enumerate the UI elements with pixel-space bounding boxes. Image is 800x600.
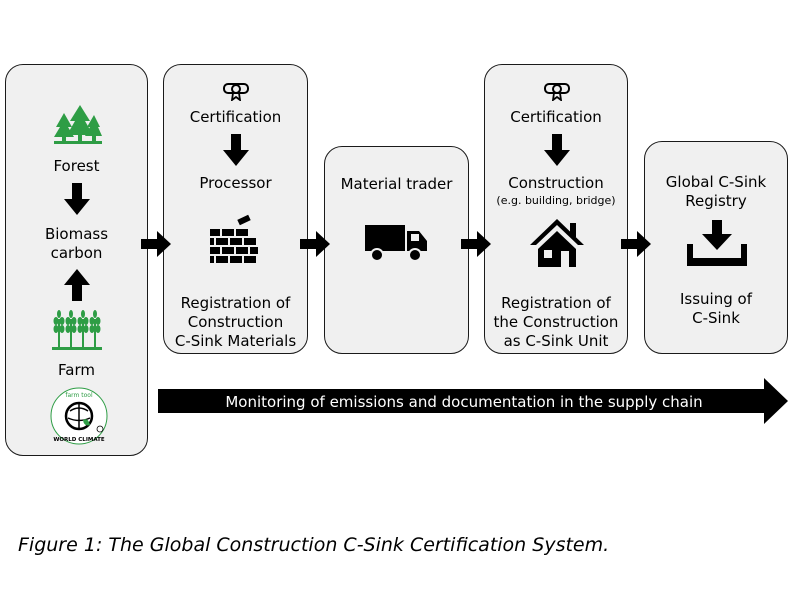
biomass-carbon-label-2: carbon <box>50 244 103 262</box>
forest-icon <box>54 105 102 144</box>
processor-label: Processor <box>199 174 272 192</box>
registry-issuing-line-2: C-Sink <box>692 309 740 327</box>
construction-certification-label: Certification <box>510 108 602 126</box>
registry-issuing-line-1: Issuing of <box>680 290 752 308</box>
arrow-down-icon <box>64 183 90 215</box>
arrow-up-icon <box>64 269 90 301</box>
download-tray-icon <box>687 220 747 266</box>
construction-registration-line-3: as C-Sink Unit <box>503 332 609 350</box>
arrow-down-icon <box>544 134 570 166</box>
biomass-carbon-label-1: Biomass <box>44 225 109 243</box>
farm-wheat-icon <box>52 310 102 350</box>
arrow-right-icon <box>621 231 651 257</box>
processor-registration-line-2: Construction <box>187 313 284 331</box>
arrow-right-icon <box>461 231 491 257</box>
forest-label: Forest <box>53 157 100 175</box>
arrow-down-icon <box>223 134 249 166</box>
construction-label: Construction <box>508 174 604 192</box>
processor-certification-label: Certification <box>189 108 282 126</box>
farm-forest-box: Forest Biomass carbon <box>5 64 148 456</box>
registry-title-line-2: Registry <box>685 192 747 210</box>
certificate-icon <box>544 83 570 101</box>
processor-box: Certification Processor Registration of … <box>163 64 308 354</box>
material-trader-label: Material trader <box>340 175 453 193</box>
construction-box: Certification Construction (e.g. buildin… <box>484 64 628 354</box>
monitoring-label: Monitoring of emissions and documentatio… <box>225 393 703 411</box>
processor-registration-line-3: C-Sink Materials <box>174 332 297 350</box>
svg-text:WORLD CLIMATE: WORLD CLIMATE <box>53 437 105 443</box>
figure-caption: Figure 1: The Global Construction C-Sink… <box>18 534 610 556</box>
material-trader-box: Material trader <box>324 146 469 354</box>
construction-note: (e.g. building, bridge) <box>496 194 616 207</box>
processor-registration-line-1: Registration of <box>180 294 291 312</box>
arrow-right-icon <box>141 231 171 257</box>
arrow-right-icon <box>300 231 330 257</box>
monitoring-arrow-band <box>158 378 788 424</box>
construction-registration-line-2: the Construction <box>493 313 619 331</box>
certificate-icon <box>223 83 249 101</box>
farm-label: Farm <box>58 361 95 379</box>
brick-wall-icon <box>210 214 258 263</box>
registry-title-line-1: Global C-Sink <box>665 173 767 191</box>
registry-box: Global C-Sink Registry Issuing of C-Sink <box>644 141 788 354</box>
construction-registration-line-1: Registration of <box>501 294 611 312</box>
svg-text:farm tool: farm tool <box>65 392 93 399</box>
truck-icon <box>365 225 427 262</box>
world-climate-logo: farm tool WORLD CLIMATE <box>50 387 108 445</box>
house-icon <box>530 219 584 267</box>
